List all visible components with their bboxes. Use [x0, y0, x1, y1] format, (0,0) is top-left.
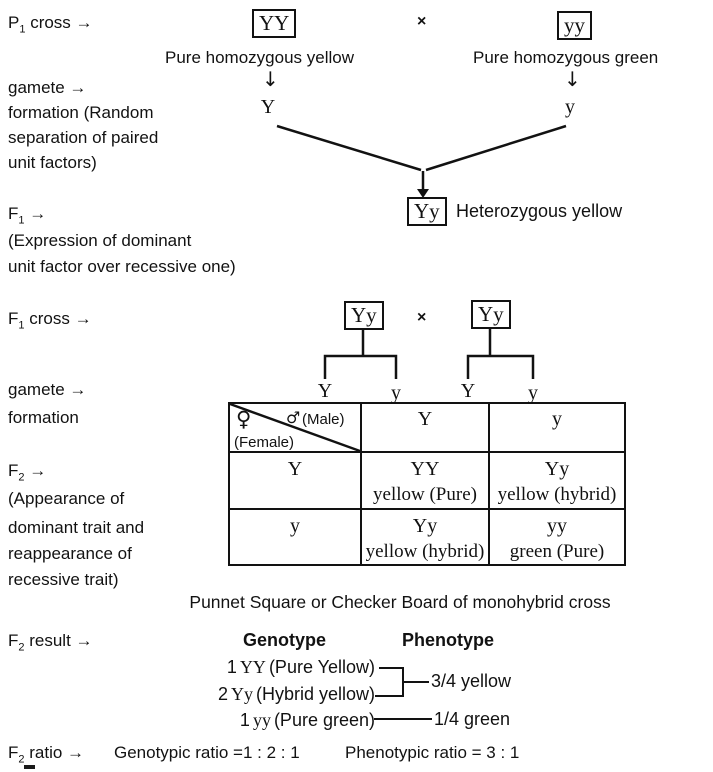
down-arrow-icon: ↓ [262, 67, 279, 91]
parent1-caption: Pure homozygous yellow [165, 48, 354, 67]
punnett-square: ♀ ♂ (Male) (Female) Y y Y YY yellow (Pur… [228, 402, 626, 566]
gamete-line-right [425, 124, 567, 172]
cell-phenotype: yellow (hybrid) [497, 484, 617, 505]
f2-ratio-label: F2 ratio → [8, 743, 85, 766]
cell-phenotype: yellow (Pure) [373, 484, 477, 505]
f2-label: F2 → [8, 461, 47, 484]
punnett-corner-cell: ♀ ♂ (Male) (Female) [228, 402, 362, 453]
f2-note-line1: (Appearance of [8, 489, 125, 508]
male-label: (Male) [302, 411, 345, 428]
cell-genotype: Yy [412, 515, 438, 537]
gamete-formation-label-line1: gamete → [8, 78, 87, 97]
p1-cross-label: P1 cross → [8, 13, 93, 36]
punnett-caption: Punnet Square or Checker Board of monohy… [189, 592, 611, 612]
gamete-formation2-line2: formation [8, 408, 79, 427]
male-icon: ♂ [286, 408, 301, 427]
down-arrow-icon: ↓ [564, 67, 581, 91]
parent1-genotype-box: YY [252, 9, 297, 38]
f1-note-line2: unit factor over recessive one) [8, 257, 236, 276]
gamete-line-left [276, 124, 422, 172]
f1-parent2-genotype-box: Yy [471, 300, 511, 329]
cell-genotype: YY [410, 458, 440, 480]
punnett-cell-YY: YY yellow (Pure) [360, 451, 490, 510]
f1-caption: Heterozygous yellow [456, 201, 623, 221]
punnett-col-header-y: y [488, 402, 626, 453]
phenotypic-ratio-text: Phenotypic ratio = 3 : 1 [345, 743, 520, 762]
p1-gamete-y: y [565, 96, 575, 118]
parent2-genotype-box: yy [557, 11, 592, 40]
female-icon: ♀ [236, 407, 252, 431]
f2-note-line3: reappearance of [8, 544, 132, 563]
gamete-formation-label-line3: separation of paired [8, 128, 159, 147]
fork2-branches [466, 354, 535, 379]
f1-genotype-box: Yy [407, 197, 447, 226]
f2-result-label: F2 result → [8, 631, 93, 654]
cell-phenotype: yellow (hybrid) [365, 541, 485, 562]
gamete-formation2-line1: gamete → [8, 380, 87, 399]
f1-gamete-1: Y [317, 380, 333, 402]
cell-phenotype: green (Pure) [509, 541, 605, 562]
genotypic-ratio-text: Genotypic ratio =1 : 2 : 1 [114, 743, 300, 762]
gamete-formation-label-line2: formation (Random [8, 103, 154, 122]
f2-note-line4: recessive trait) [8, 570, 119, 589]
f1-gamete-4: y [528, 382, 538, 404]
f1-parent1-genotype-box: Yy [344, 301, 384, 330]
phenotype-header: Phenotype [402, 630, 495, 650]
genotype-header: Genotype [243, 630, 327, 650]
f1-gamete-3: Y [460, 380, 476, 402]
f1-label: F1 → [8, 204, 47, 227]
corner-diagonal-line [230, 404, 360, 451]
phenotype-green-fraction: 1/4 green [434, 709, 511, 729]
p1-gamete-Y: Y [260, 96, 276, 118]
f1-gamete-2: y [391, 382, 401, 404]
f1-note-line1: (Expression of dominant [8, 231, 192, 250]
punnett-cell-yy: yy green (Pure) [488, 508, 626, 566]
f2-note-line2: dominant trait and [8, 518, 145, 537]
cross-symbol-f1: × [417, 309, 427, 326]
cell-genotype: yy [547, 515, 567, 537]
gamete-formation-label-line4: unit factors) [8, 153, 97, 172]
punnett-cell-Yy-2: Yy yellow (hybrid) [360, 508, 490, 566]
cross-symbol-p1: × [417, 13, 427, 30]
female-label: (Female) [234, 434, 295, 451]
fork1-branches [323, 354, 398, 379]
cell-genotype: Yy [544, 458, 570, 480]
punnett-cell-Yy-1: Yy yellow (hybrid) [488, 451, 626, 510]
punnett-col-header-Y: Y [360, 402, 490, 453]
phenotype-yellow-fraction: 3/4 yellow [431, 671, 512, 691]
punnett-row-header-Y: Y [228, 451, 362, 510]
parent2-caption: Pure homozygous green [473, 48, 659, 67]
bottom-edge-mark [24, 765, 35, 769]
f1-cross-label: F1 cross → [8, 309, 92, 332]
punnett-row-header-y: y [228, 508, 362, 566]
